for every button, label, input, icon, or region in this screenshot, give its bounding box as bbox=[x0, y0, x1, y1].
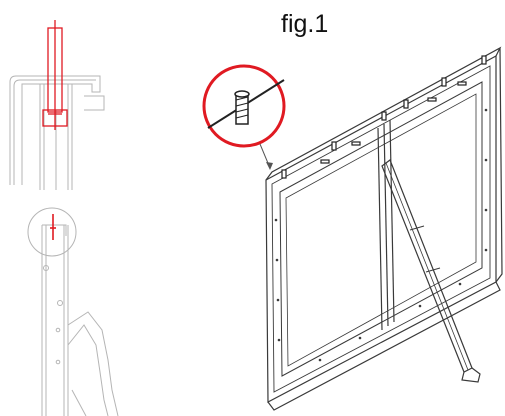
profile-section-top bbox=[9, 75, 105, 190]
frame-assembly bbox=[265, 46, 503, 411]
magnified-callout bbox=[202, 64, 286, 170]
bolt-section-red bbox=[42, 20, 68, 130]
side-view-bottom bbox=[27, 207, 119, 416]
top-rail-studs bbox=[281, 55, 487, 179]
frame-holes bbox=[274, 108, 488, 362]
small-bolt-red bbox=[50, 214, 56, 240]
figure-title: fig.1 bbox=[281, 10, 329, 38]
support-leg bbox=[381, 159, 481, 383]
